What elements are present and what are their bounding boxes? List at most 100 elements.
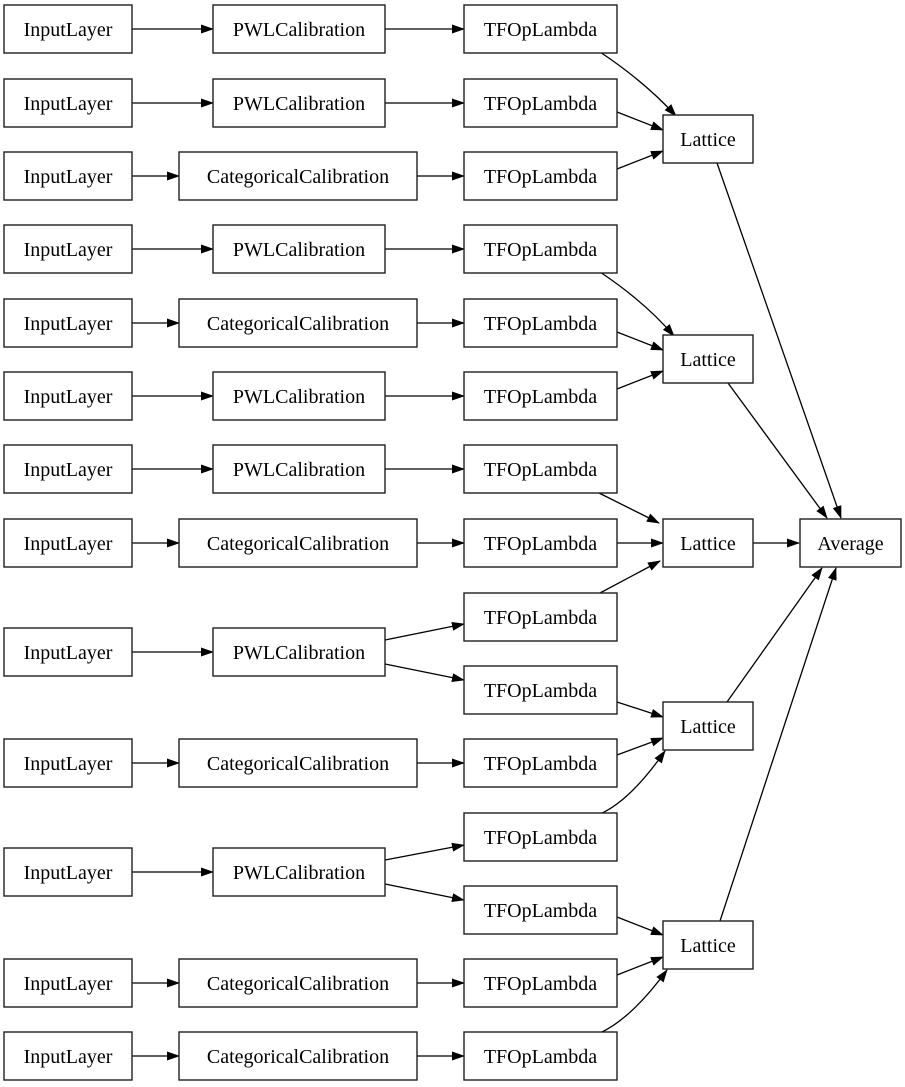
edge-lambda-1-to-lattice-1	[599, 51, 677, 117]
node-calib-12-box	[178, 958, 418, 1008]
edge-lattice-5-to-average	[719, 567, 837, 922]
node-calib-10-box	[178, 738, 418, 788]
node-lambda-9a-label: TFOpLambda	[484, 607, 597, 629]
node-calib-8: CategoricalCalibration	[178, 518, 418, 568]
node-lambda-11b-box	[463, 885, 618, 935]
node-calib-5-label: CategoricalCalibration	[207, 313, 389, 335]
edge-lambda-10-to-lattice-4	[616, 737, 664, 756]
node-average-label: Average	[817, 533, 883, 555]
node-input-3: InputLayer	[3, 151, 133, 201]
node-input-2-box	[3, 78, 133, 128]
node-lambda-2-label: TFOpLambda	[484, 93, 597, 115]
node-input-12-label: InputLayer	[24, 973, 113, 995]
node-calib-11-label: PWLCalibration	[233, 862, 365, 884]
node-input-10-box	[3, 738, 133, 788]
edge-calib-9-to-lambda-9b	[384, 663, 465, 683]
node-lattice-3: Lattice	[662, 518, 754, 568]
node-input-9-box	[3, 627, 133, 677]
node-calib-12: CategoricalCalibration	[178, 958, 418, 1008]
node-input-7-label: InputLayer	[24, 459, 113, 481]
node-lattice-3-box	[662, 518, 754, 568]
node-input-5: InputLayer	[3, 298, 133, 348]
node-calib-13: CategoricalCalibration	[178, 1031, 418, 1081]
node-calib-8-box	[178, 518, 418, 568]
node-input-4: InputLayer	[3, 224, 133, 274]
node-calib-4-label: PWLCalibration	[233, 239, 365, 261]
node-calib-7-box	[212, 444, 386, 494]
node-lambda-11a: TFOpLambda	[463, 812, 618, 862]
node-lambda-6-label: TFOpLambda	[484, 386, 597, 408]
node-lambda-5-box	[463, 298, 618, 348]
node-lattice-2-box	[662, 334, 754, 384]
node-lambda-13: TFOpLambda	[463, 1031, 618, 1081]
node-input-9-label: InputLayer	[24, 642, 113, 664]
node-input-4-box	[3, 224, 133, 274]
node-lattice-2-label: Lattice	[680, 349, 736, 371]
node-lambda-9b: TFOpLambda	[463, 665, 618, 715]
node-lambda-6-box	[463, 371, 618, 421]
node-input-2-label: InputLayer	[24, 93, 113, 115]
node-calib-2-label: PWLCalibration	[233, 93, 365, 115]
node-input-7: InputLayer	[3, 444, 133, 494]
node-input-12: InputLayer	[3, 958, 133, 1008]
node-lambda-11b-label: TFOpLambda	[484, 900, 597, 922]
node-input-8-box	[3, 518, 133, 568]
node-calib-1-box	[212, 4, 386, 54]
node-calib-5-box	[178, 298, 418, 348]
node-lambda-9a-box	[463, 592, 618, 642]
node-calib-4-box	[212, 224, 386, 274]
node-average: Average	[799, 518, 902, 568]
edge-lambda-4-to-lattice-2	[599, 271, 675, 337]
node-calib-3: CategoricalCalibration	[178, 151, 418, 201]
node-lambda-4-label: TFOpLambda	[484, 239, 597, 261]
node-lambda-9b-label: TFOpLambda	[484, 680, 597, 702]
node-input-11: InputLayer	[3, 847, 133, 897]
node-lambda-7: TFOpLambda	[463, 444, 618, 494]
node-lattice-5: Lattice	[662, 920, 754, 970]
node-lattice-4: Lattice	[662, 701, 754, 751]
node-lambda-3: TFOpLambda	[463, 151, 618, 201]
node-calib-13-box	[178, 1031, 418, 1081]
node-input-1-label: InputLayer	[24, 19, 113, 41]
node-lattice-5-box	[662, 920, 754, 970]
node-lambda-5-label: TFOpLambda	[484, 313, 597, 335]
node-lambda-11a-label: TFOpLambda	[484, 827, 597, 849]
node-calib-9: PWLCalibration	[212, 627, 386, 677]
node-lattice-1-box	[662, 114, 754, 164]
node-input-1-box	[3, 4, 133, 54]
edge-lambda-6-to-lattice-2	[616, 370, 664, 390]
edge-lambda-11b-to-lattice-5	[616, 916, 664, 936]
node-input-13-box	[3, 1031, 133, 1081]
node-lambda-12-box	[463, 958, 618, 1008]
node-lattice-5-label: Lattice	[680, 935, 736, 957]
node-lambda-11b: TFOpLambda	[463, 885, 618, 935]
node-input-12-box	[3, 958, 133, 1008]
node-lambda-11a-box	[463, 812, 618, 862]
node-calib-3-box	[178, 151, 418, 201]
node-lambda-3-label: TFOpLambda	[484, 166, 597, 188]
node-lambda-12: TFOpLambda	[463, 958, 618, 1008]
node-lambda-10-label: TFOpLambda	[484, 753, 597, 775]
node-lambda-4: TFOpLambda	[463, 224, 618, 274]
node-input-7-box	[3, 444, 133, 494]
edge-lattice-2-to-average	[727, 382, 828, 519]
node-input-10: InputLayer	[3, 738, 133, 788]
node-input-3-box	[3, 151, 133, 201]
node-lambda-2: TFOpLambda	[463, 78, 618, 128]
edge-lambda-3-to-lattice-1	[616, 150, 664, 170]
node-lambda-7-box	[463, 444, 618, 494]
edge-calib-11-to-lambda-11a	[384, 842, 465, 861]
node-input-1: InputLayer	[3, 4, 133, 54]
node-calib-9-label: PWLCalibration	[233, 642, 365, 664]
edge-lambda-12-to-lattice-5	[616, 956, 664, 976]
node-lambda-8-label: TFOpLambda	[484, 533, 597, 555]
node-lambda-10-box	[463, 738, 618, 788]
node-average-box	[799, 518, 902, 568]
node-calib-10: CategoricalCalibration	[178, 738, 418, 788]
node-input-6: InputLayer	[3, 371, 133, 421]
node-lambda-1-box	[463, 4, 618, 54]
node-input-10-label: InputLayer	[24, 753, 113, 775]
node-input-8: InputLayer	[3, 518, 133, 568]
node-calib-2: PWLCalibration	[212, 78, 386, 128]
node-lambda-13-box	[463, 1031, 618, 1081]
